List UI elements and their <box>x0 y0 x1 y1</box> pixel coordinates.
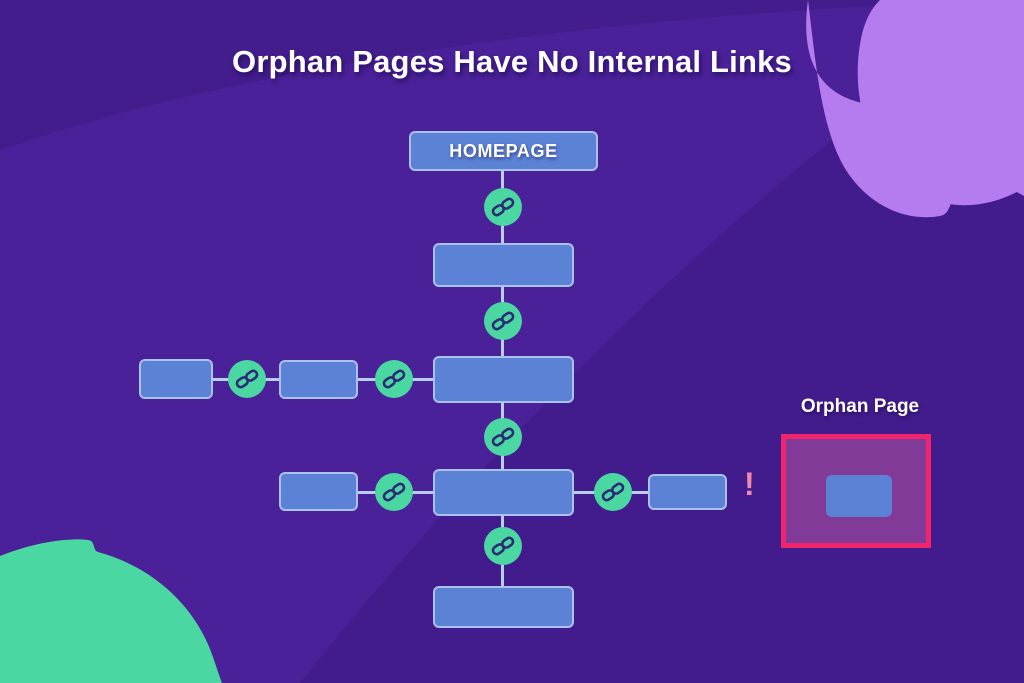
chain-link-icon <box>491 427 515 447</box>
page-title: Orphan Pages Have No Internal Links <box>232 44 792 79</box>
node-level4-right[interactable] <box>648 474 727 510</box>
node-level3-mid-left[interactable] <box>279 360 358 399</box>
warning-exclamation-icon: ! <box>744 466 755 502</box>
chain-link-icon <box>235 369 259 389</box>
orphan-page-label: Orphan Page <box>800 396 920 417</box>
node-level3-far-left[interactable] <box>139 359 213 399</box>
node-level5-center[interactable] <box>433 586 574 628</box>
orphan-page-frame[interactable] <box>781 434 931 548</box>
homepage-node[interactable]: HOMEPAGE <box>409 131 598 171</box>
blob-light-purple-main <box>857 0 1024 206</box>
link-icon-level4-to-level5[interactable] <box>484 527 522 565</box>
chain-link-icon <box>382 369 406 389</box>
chain-link-icon <box>382 482 406 502</box>
node-level2-center[interactable] <box>433 243 574 287</box>
link-icon-level3-left-inner[interactable] <box>375 360 413 398</box>
chain-link-icon <box>491 536 515 556</box>
blob-green <box>0 539 222 683</box>
node-level3-center[interactable] <box>433 356 574 403</box>
chain-link-icon <box>601 482 625 502</box>
link-icon-level3-to-level4[interactable] <box>484 418 522 456</box>
chain-link-icon <box>491 197 515 217</box>
link-icon-level3-left-outer[interactable] <box>228 360 266 398</box>
link-icon-homepage-to-level2[interactable] <box>484 188 522 226</box>
link-icon-level4-right[interactable] <box>594 473 632 511</box>
link-icon-level2-to-level3[interactable] <box>484 302 522 340</box>
orphan-page-inner-box <box>826 475 892 517</box>
node-level4-left[interactable] <box>279 472 358 511</box>
link-icon-level4-left[interactable] <box>375 473 413 511</box>
node-level4-center[interactable] <box>433 469 574 516</box>
chain-link-icon <box>491 311 515 331</box>
homepage-node-label: HOMEPAGE <box>449 140 558 161</box>
